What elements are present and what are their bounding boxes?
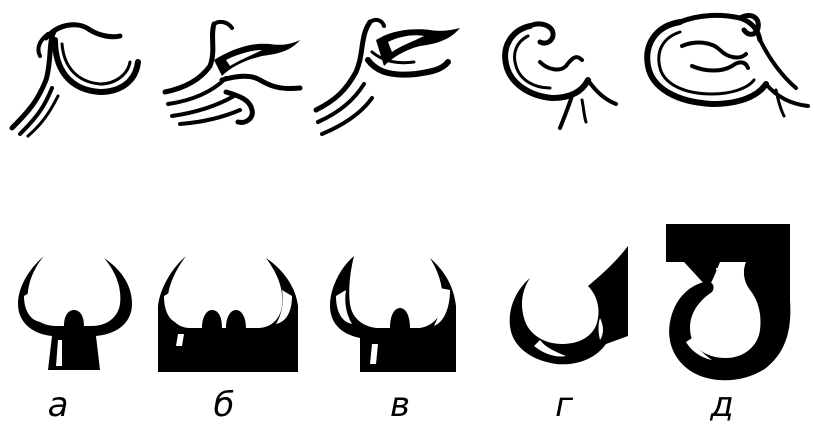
label-v: в: [370, 386, 430, 424]
top-stage-v-drawing: [316, 20, 460, 134]
label-d: д: [692, 386, 752, 424]
bottom-stage-g-drawing: [510, 246, 628, 364]
bottom-stage-d-drawing: [666, 224, 790, 380]
top-stage-g-drawing: [505, 24, 616, 128]
top-stage-b-drawing: [165, 22, 300, 124]
top-stage-d-drawing: [647, 15, 808, 116]
label-g: г: [534, 386, 594, 424]
bottom-stage-v-drawing: [330, 256, 456, 372]
label-a: а: [28, 386, 88, 424]
top-stage-a-drawing: [12, 25, 138, 136]
bottom-stage-b-drawing: [158, 256, 298, 372]
label-b: б: [194, 386, 254, 424]
bottom-stage-a-drawing: [18, 256, 132, 370]
